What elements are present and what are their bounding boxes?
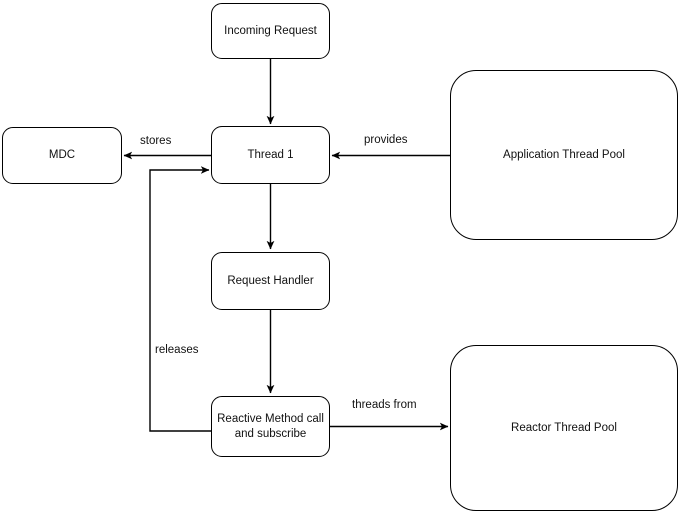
edge-label-stores: stores [140, 135, 172, 147]
node-thread-1[interactable]: Thread 1 [211, 126, 330, 184]
node-application-thread-pool-label: Application Thread Pool [503, 148, 625, 161]
connector-reactive-method-to-thread-1 [149, 166, 211, 432]
edge-label-threads-from: threads from [352, 399, 417, 411]
node-thread-1-label: Thread 1 [247, 148, 294, 161]
node-reactor-thread-pool[interactable]: Reactor Thread Pool [450, 345, 678, 511]
node-reactor-thread-pool-label: Reactor Thread Pool [511, 421, 617, 434]
node-incoming-request-label: Incoming Request [224, 24, 317, 37]
node-request-handler[interactable]: Request Handler [211, 252, 330, 310]
node-reactive-method-call[interactable]: Reactive Method call and subscribe [211, 396, 330, 457]
node-mdc-label: MDC [48, 149, 76, 161]
node-application-thread-pool[interactable]: Application Thread Pool [450, 70, 678, 240]
edge-label-provides: provides [364, 134, 408, 146]
node-request-handler-label: Request Handler [227, 274, 314, 287]
edge-label-releases: releases [155, 344, 199, 356]
node-mdc[interactable]: MDC [2, 127, 122, 184]
node-reactive-method-call-label: Reactive Method call and subscribe [217, 412, 324, 440]
node-incoming-request[interactable]: Incoming Request [211, 3, 330, 59]
